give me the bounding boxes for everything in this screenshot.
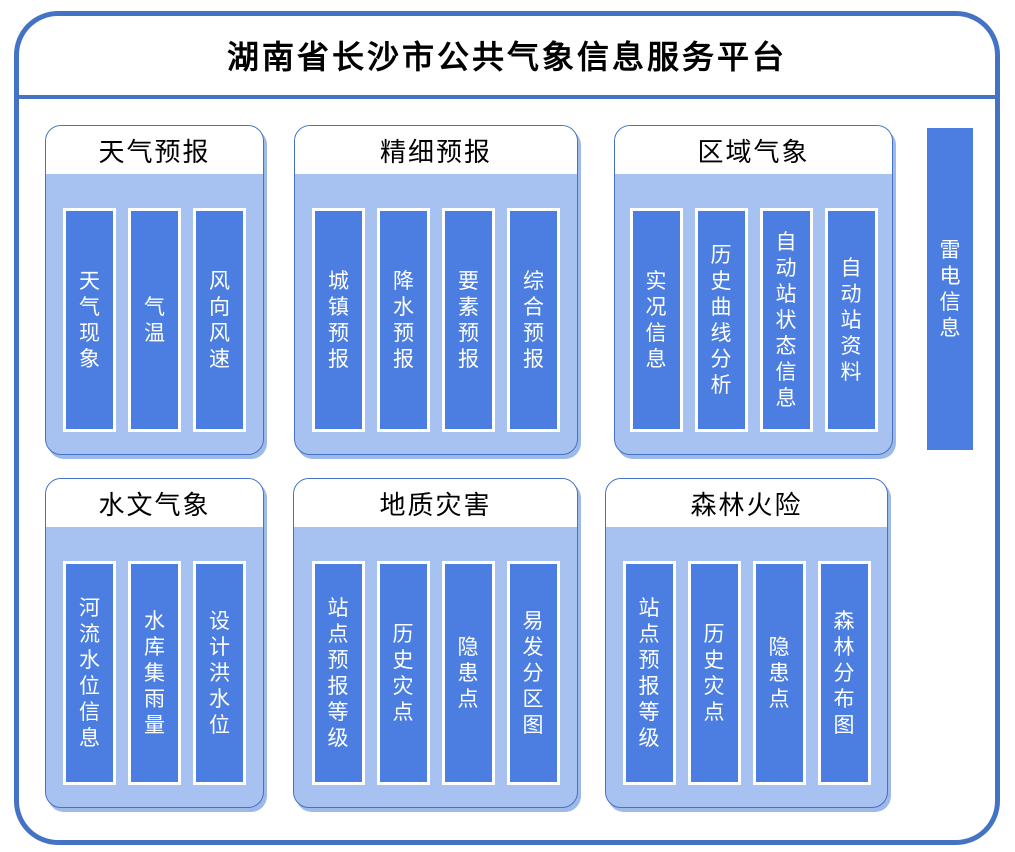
bar-wind-direction-speed-label: 风向风速 — [209, 269, 230, 371]
bar-autostation-status-info: 自动站状态信息 — [759, 208, 813, 432]
panel-weather-forecast-body: 天气现象 气温 风向风速 — [46, 174, 263, 454]
panel-weather-forecast: 天气预报 天气现象 气温 风向风速 — [45, 125, 264, 455]
bar-river-water-level-info: 河流水位信息 — [63, 561, 116, 785]
bar-temperature-label: 气温 — [144, 295, 165, 345]
bar-risk-zoning-map-label: 易发分区图 — [522, 609, 544, 737]
bar-hidden-danger-points: 隐患点 — [752, 561, 806, 785]
bar-river-water-level-info-label: 河流水位信息 — [79, 596, 100, 750]
bar-station-forecast-level: 站点预报等级 — [622, 561, 676, 785]
panel-geological-disaster-title: 地质灾害 — [294, 479, 577, 527]
bar-element-forecast-label: 要素预报 — [458, 269, 479, 371]
panel-hydrology-meteorology: 水文气象 河流水位信息 水库集雨量 设计洪水位 — [45, 478, 264, 808]
bar-autostation-status-info-label: 自动站状态信息 — [775, 230, 797, 410]
bar-historical-disaster-points-label: 历史灾点 — [392, 622, 414, 724]
bar-hidden-danger-points: 隐患点 — [441, 561, 495, 785]
panel-weather-forecast-title: 天气预报 — [46, 126, 263, 174]
bar-autostation-data: 自动站资料 — [824, 208, 878, 432]
bar-reservoir-rainfall: 水库集雨量 — [128, 561, 181, 785]
panel-regional-meteorology-body: 实况信息 历史曲线分析 自动站状态信息 自动站资料 — [615, 174, 892, 454]
bar-town-forecast-label: 城镇预报 — [328, 269, 349, 371]
bar-hidden-danger-points-label: 隐患点 — [768, 635, 790, 711]
bar-design-flood-level: 设计洪水位 — [193, 561, 246, 785]
bar-autostation-data-label: 自动站资料 — [840, 256, 862, 384]
bar-historical-disaster-points: 历史灾点 — [376, 561, 430, 785]
bar-precipitation-forecast: 降水预报 — [377, 208, 430, 432]
bar-wind-direction-speed: 风向风速 — [193, 208, 246, 432]
bar-historical-disaster-points: 历史灾点 — [687, 561, 741, 785]
bar-comprehensive-forecast: 综合预报 — [507, 208, 560, 432]
panel-fine-forecast-body: 城镇预报 降水预报 要素预报 综合预报 — [295, 174, 577, 454]
bar-hidden-danger-points-label: 隐患点 — [457, 635, 479, 711]
panel-geological-disaster-body: 站点预报等级 历史灾点 隐患点 易发分区图 — [294, 527, 577, 807]
bar-history-curve-analysis-label: 历史曲线分析 — [710, 243, 732, 397]
bar-comprehensive-forecast-label: 综合预报 — [523, 269, 544, 371]
title-band: 湖南省长沙市公共气象信息服务平台 — [14, 11, 1000, 99]
bar-historical-disaster-points-label: 历史灾点 — [703, 622, 725, 724]
bar-weather-phenomena-label: 天气现象 — [79, 269, 100, 371]
bar-history-curve-analysis: 历史曲线分析 — [694, 208, 748, 432]
panel-fine-forecast-title: 精细预报 — [295, 126, 577, 174]
panel-regional-meteorology: 区域气象 实况信息 历史曲线分析 自动站状态信息 自动站资料 — [614, 125, 893, 455]
panel-regional-meteorology-title: 区域气象 — [615, 126, 892, 174]
panel-forest-fire-risk-body: 站点预报等级 历史灾点 隐患点 森林分布图 — [606, 527, 887, 807]
bar-reservoir-rainfall-label: 水库集雨量 — [144, 609, 165, 737]
bar-element-forecast: 要素预报 — [442, 208, 495, 432]
bar-design-flood-level-label: 设计洪水位 — [209, 609, 230, 737]
bar-forest-distribution-map-label: 森林分布图 — [833, 609, 855, 737]
panel-forest-fire-risk: 森林火险 站点预报等级 历史灾点 隐患点 森林分布图 — [605, 478, 888, 808]
panel-geological-disaster: 地质灾害 站点预报等级 历史灾点 隐患点 易发分区图 — [293, 478, 578, 808]
bar-live-info: 实况信息 — [629, 208, 683, 432]
bar-lightning-info-label: 雷电信息 — [939, 238, 961, 340]
bar-temperature: 气温 — [128, 208, 181, 432]
panel-forest-fire-risk-title: 森林火险 — [606, 479, 887, 527]
bar-lightning-info: 雷电信息 — [927, 128, 973, 450]
bar-station-forecast-level-label: 站点预报等级 — [638, 596, 660, 750]
panel-hydrology-meteorology-title: 水文气象 — [46, 479, 263, 527]
bar-live-info-label: 实况信息 — [645, 269, 667, 371]
bar-weather-phenomena: 天气现象 — [63, 208, 116, 432]
panel-hydrology-meteorology-body: 河流水位信息 水库集雨量 设计洪水位 — [46, 527, 263, 807]
bar-town-forecast: 城镇预报 — [312, 208, 365, 432]
bar-risk-zoning-map: 易发分区图 — [506, 561, 560, 785]
bar-station-forecast-level-label: 站点预报等级 — [327, 596, 349, 750]
panel-fine-forecast: 精细预报 城镇预报 降水预报 要素预报 综合预报 — [294, 125, 578, 455]
bar-precipitation-forecast-label: 降水预报 — [393, 269, 414, 371]
bar-forest-distribution-map: 森林分布图 — [817, 561, 871, 785]
bar-station-forecast-level: 站点预报等级 — [311, 561, 365, 785]
page-title: 湖南省长沙市公共气象信息服务平台 — [226, 39, 787, 75]
